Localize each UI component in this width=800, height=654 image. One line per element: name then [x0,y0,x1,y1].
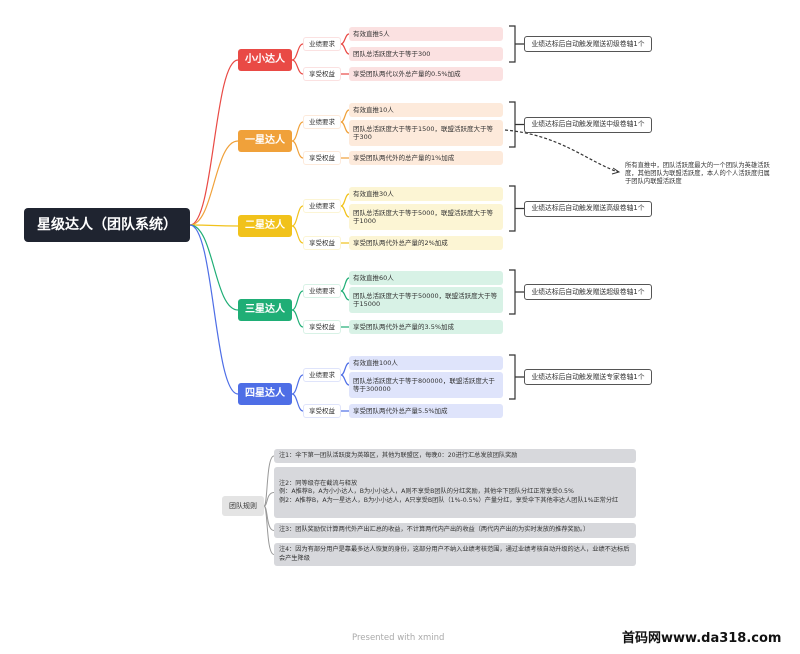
requirement-direct-referrals[interactable]: 有效直推10人 [349,103,503,117]
watermark: 首码网www.da318.com [622,631,782,646]
requirement-direct-referrals[interactable]: 有效直推30人 [349,187,503,201]
benefit-item[interactable]: 享受团队两代外的总产量的1%加成 [349,151,503,165]
requirement-direct-referrals[interactable]: 有效直推5人 [349,27,503,41]
rule-item[interactable]: 注3：团队奖励仅计算两代外产出汇总的收益，不计算两代内产出的收益（两代内产出的为… [274,523,636,538]
rule-item[interactable]: 注4：因为有部分用户是靠最多达人恢复的身份，这部分用户不纳入业绩考核范围，通过业… [274,543,636,566]
rule-item[interactable]: 注2：同等级存在截流与释放 例：A推荐B，A为小小达人，B为小小达人，A则不享受… [274,467,636,518]
reward-result[interactable]: 业绩达标后自动触发赠送中级卷轴1个 [524,116,652,133]
benefit-category[interactable]: 享受权益 [303,151,341,165]
requirement-direct-referrals[interactable]: 有效直推100人 [349,356,503,370]
note-bubble[interactable]: 所有直推中，团队活跃度最大的一个团队为英雄活跃度，其他团队为联盟活跃度，本人的个… [625,161,770,186]
requirement-category[interactable]: 业绩要求 [303,284,341,298]
footer-text: Presented with xmind [352,633,445,643]
reward-result[interactable]: 业绩达标后自动触发赠送超级卷轴1个 [524,284,652,300]
benefit-category[interactable]: 享受权益 [303,67,341,81]
requirement-activity[interactable]: 团队总活跃度大于等于5000，联盟活跃度大于等于1000 [349,204,503,230]
benefit-item[interactable]: 享受团队两代外总产量的3.5%加成 [349,320,503,334]
level-node[interactable]: 一星达人 [238,130,292,152]
level-node[interactable]: 三星达人 [238,299,292,321]
requirement-activity[interactable]: 团队总活跃度大于等于1500，联盟活跃度大于等于300 [349,120,503,146]
level-node[interactable]: 二星达人 [238,215,292,237]
requirement-direct-referrals[interactable]: 有效直推60人 [349,271,503,285]
benefit-category[interactable]: 享受权益 [303,236,341,250]
requirement-category[interactable]: 业绩要求 [303,115,341,129]
level-node[interactable]: 小小达人 [238,49,292,71]
reward-result[interactable]: 业绩达标后自动触发赠送专家卷轴1个 [524,369,652,385]
reward-result[interactable]: 业绩达标后自动触发赠送初级卷轴1个 [524,36,652,52]
rules-label[interactable]: 团队规则 [222,496,264,516]
requirement-category[interactable]: 业绩要求 [303,368,341,382]
requirement-activity[interactable]: 团队总活跃度大于等于800000，联盟活跃度大于等于300000 [349,372,503,398]
benefit-category[interactable]: 享受权益 [303,320,341,334]
requirement-activity[interactable]: 团队总活跃度大于等于300 [349,47,503,61]
root-node[interactable]: 星级达人（团队系统） [24,208,190,242]
reward-result[interactable]: 业绩达标后自动触发赠送高级卷轴1个 [524,200,652,217]
benefit-item[interactable]: 享受团队两代外总产量的2%加成 [349,236,503,250]
benefit-item[interactable]: 享受团队两代外总产量5.5%加成 [349,404,503,418]
requirement-category[interactable]: 业绩要求 [303,37,341,51]
requirement-category[interactable]: 业绩要求 [303,199,341,213]
benefit-item[interactable]: 享受团队两代以外总产量的0.5%加成 [349,67,503,81]
rule-item[interactable]: 注1：伞下第一团队活跃度为英雄区，其他为联盟区，每晚0：20进行汇总发放团队奖励 [274,449,636,463]
benefit-category[interactable]: 享受权益 [303,404,341,418]
requirement-activity[interactable]: 团队总活跃度大于等于50000，联盟活跃度大于等于15000 [349,287,503,313]
level-node[interactable]: 四星达人 [238,383,292,405]
